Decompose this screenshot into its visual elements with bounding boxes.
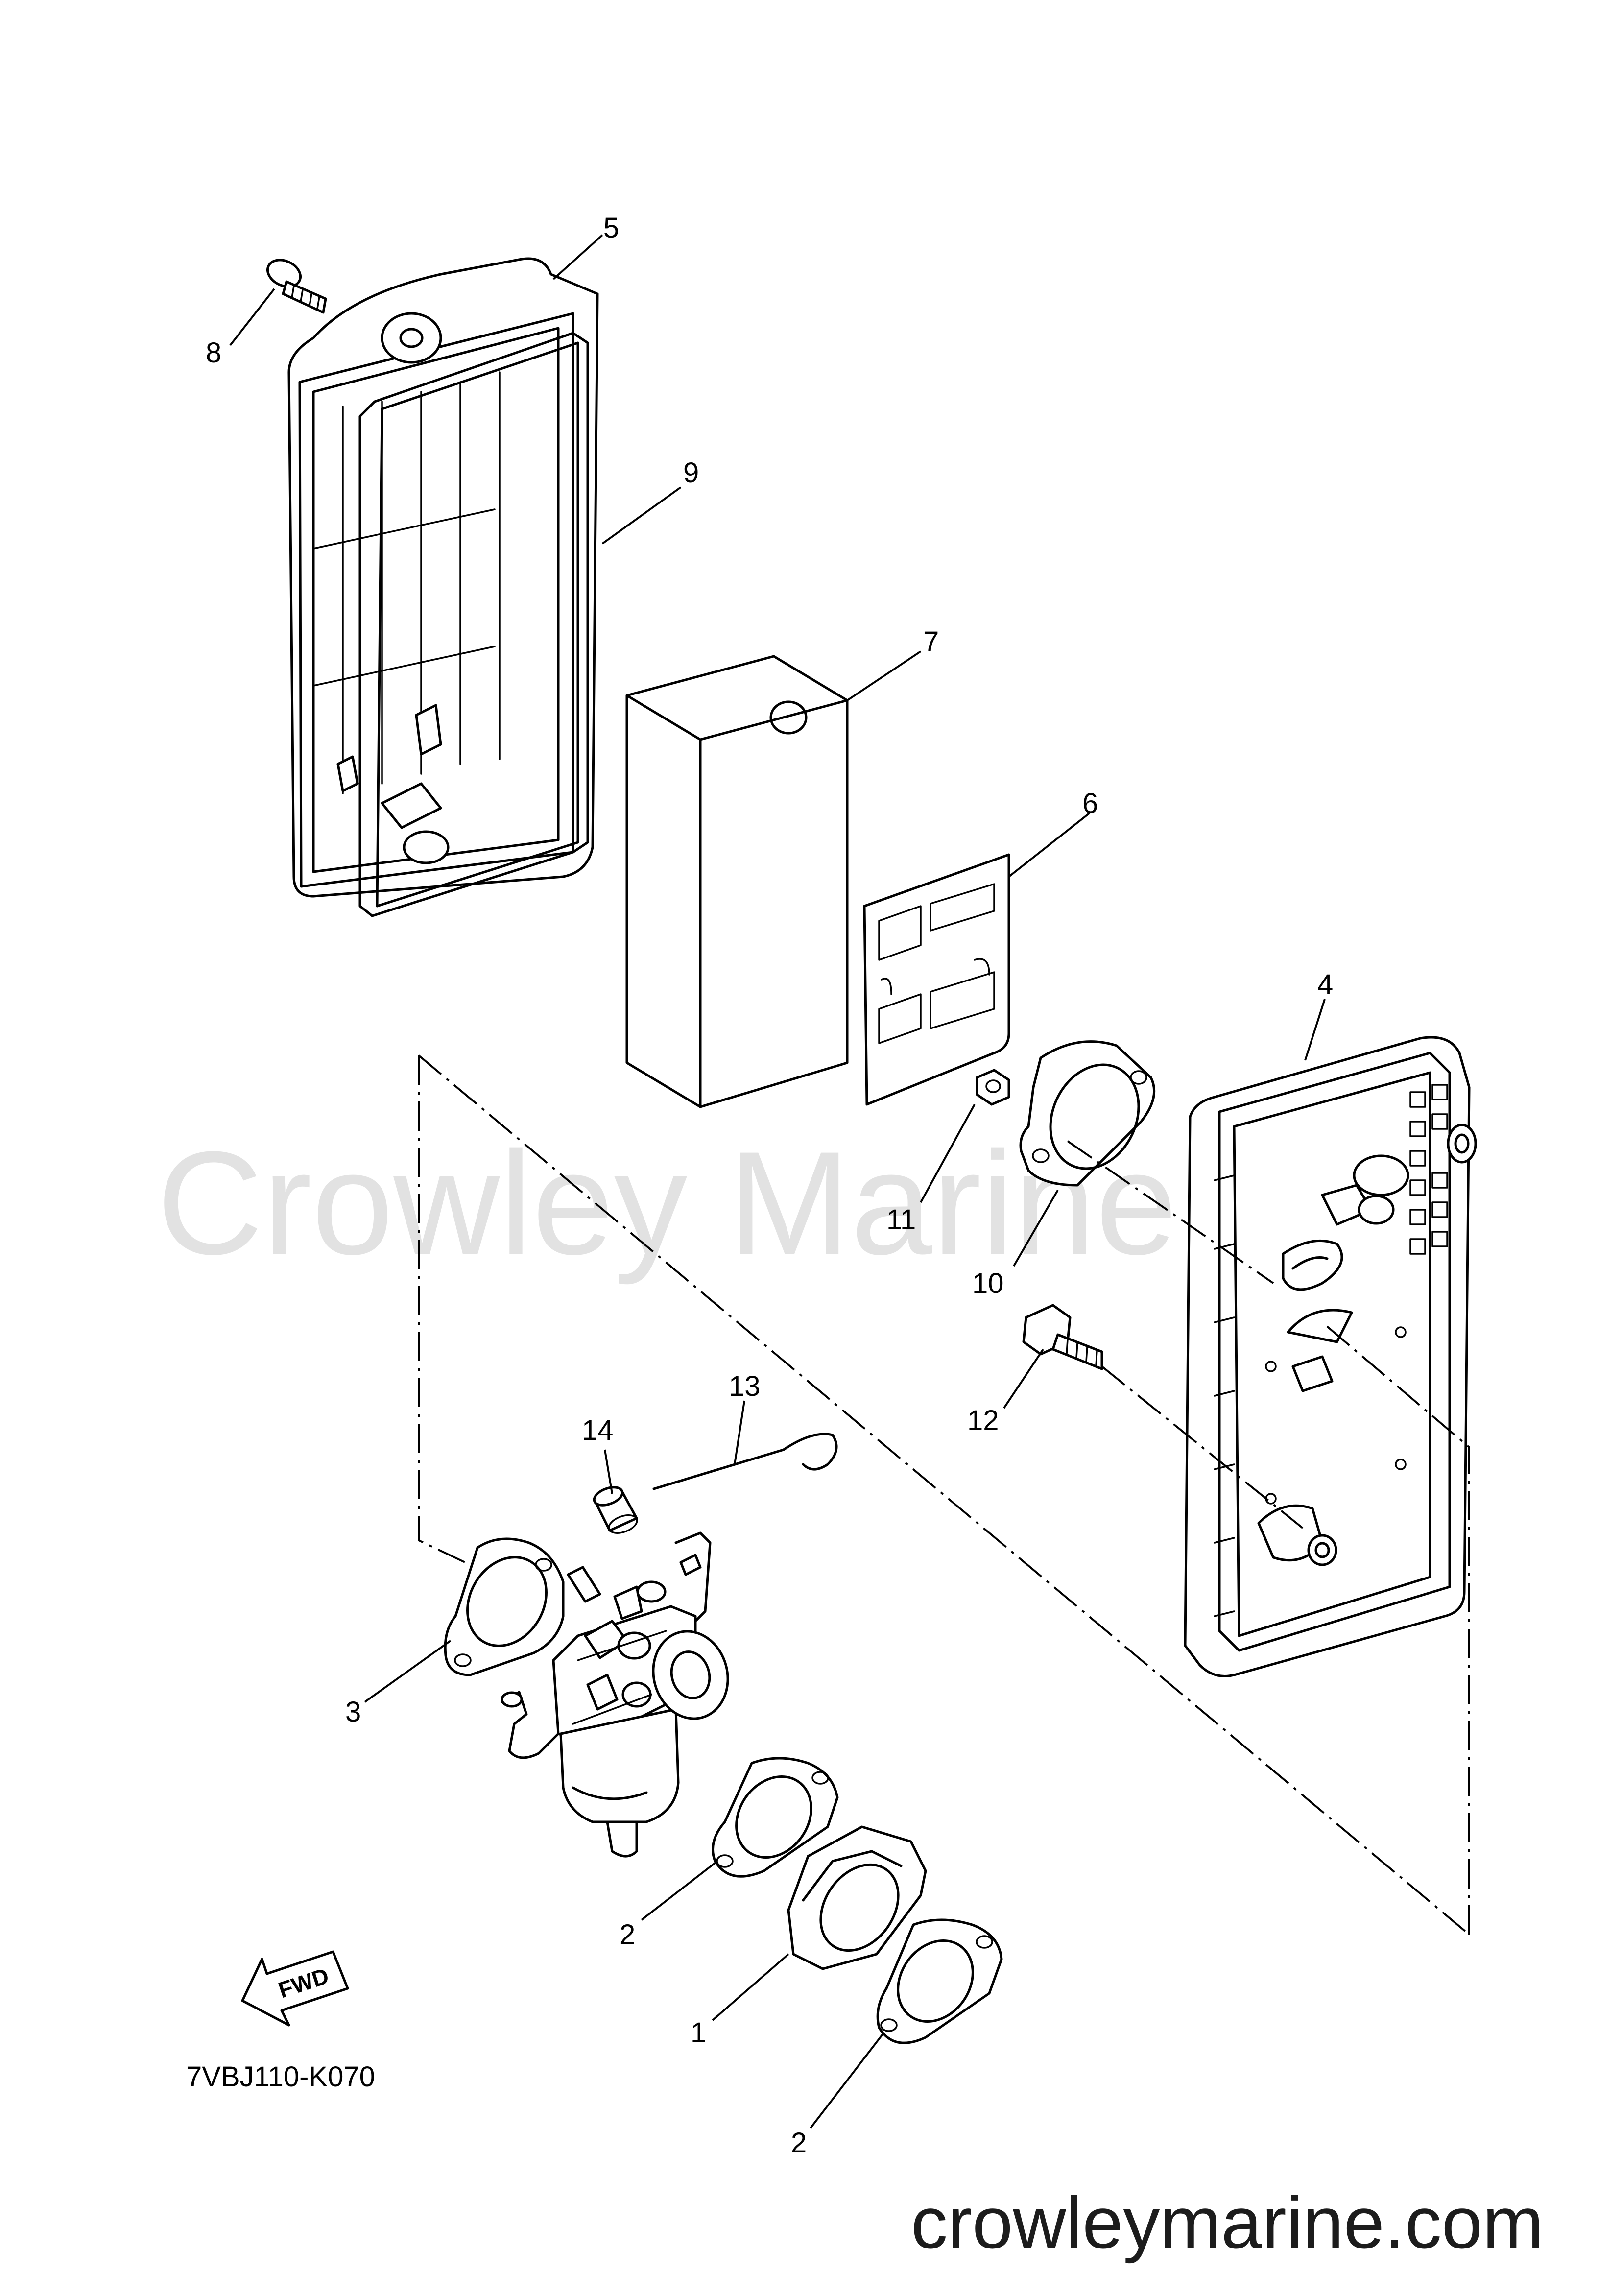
callout-6: 6 <box>1082 788 1098 819</box>
part-2-gasket-upper <box>712 1757 839 1878</box>
callout-2-lower: 2 <box>791 2127 807 2159</box>
callout-4: 4 <box>1317 969 1333 1001</box>
part-1-spacer <box>787 1825 927 1970</box>
part-3-gasket <box>444 1537 565 1676</box>
callout-2-upper: 2 <box>620 1919 635 1951</box>
callout-5: 5 <box>603 212 619 244</box>
part-6-plate <box>863 853 1010 1106</box>
part-9-seal <box>358 332 589 917</box>
part-12-bolt <box>1022 1304 1103 1370</box>
callout-8: 8 <box>206 337 221 369</box>
fwd-arrow-icon: FWD <box>241 1950 349 2027</box>
callout-1: 1 <box>691 2017 706 2049</box>
site-text: crowleymarine.com <box>911 2181 1544 2264</box>
leader-lines <box>229 234 1326 2129</box>
part-5-silencer-cover <box>287 257 599 898</box>
callout-numbers: 5 8 9 7 6 4 11 10 12 13 14 3 2 1 2 <box>206 212 1333 2159</box>
assembly-lines <box>418 1054 1470 1936</box>
part-code: 7VBJ110-K070 <box>186 2061 375 2093</box>
part-2-gasket-lower <box>876 1918 1003 2044</box>
callout-3: 3 <box>345 1696 361 1728</box>
part-7-filter-element <box>625 655 849 1108</box>
part-14-sleeve <box>593 1486 638 1534</box>
watermark-text: Crowley Marine <box>157 1121 1177 1286</box>
part-11-nut <box>976 1069 1010 1106</box>
callout-12: 12 <box>967 1405 999 1436</box>
carburetor-assembly <box>501 1531 729 1858</box>
callout-13: 13 <box>729 1370 761 1402</box>
callout-14: 14 <box>582 1414 614 1446</box>
callout-7: 7 <box>923 626 939 658</box>
part-4-silencer-case <box>1184 1036 1477 1677</box>
part-10-gasket <box>1019 1040 1156 1187</box>
callout-9: 9 <box>683 457 699 489</box>
callout-10: 10 <box>972 1268 1004 1299</box>
callout-11: 11 <box>886 1204 916 1236</box>
part-13-rod <box>652 1433 838 1490</box>
part-8-screw <box>266 259 327 314</box>
